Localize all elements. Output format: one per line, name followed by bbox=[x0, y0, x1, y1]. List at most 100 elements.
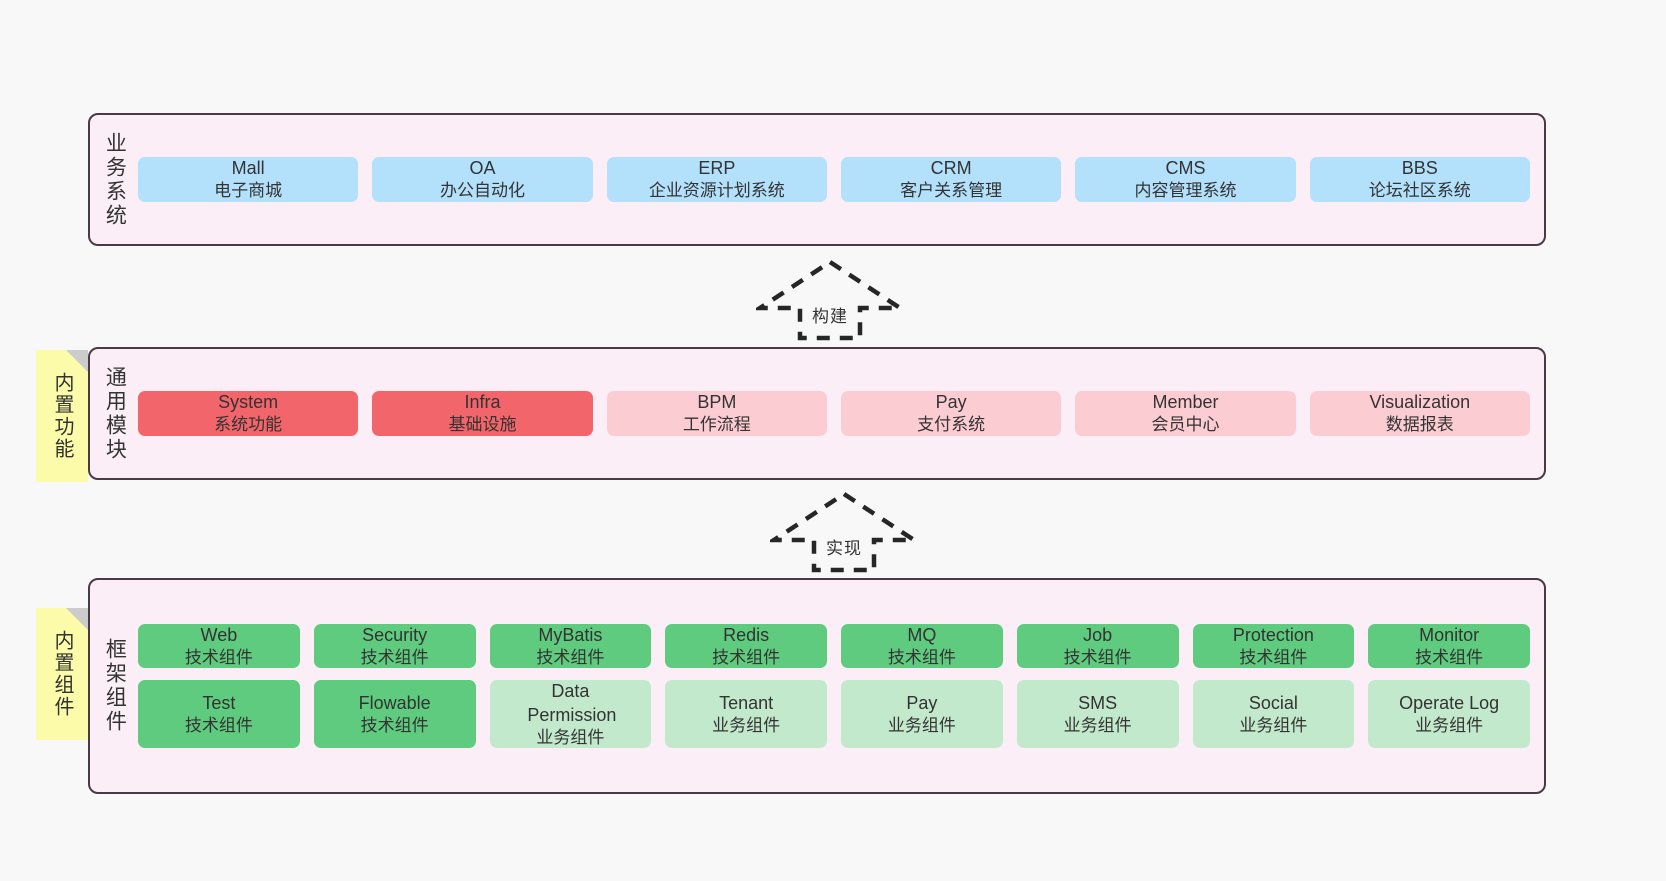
cell-title: Protection bbox=[1232, 624, 1314, 645]
layer-label-common: 通用模块 bbox=[103, 365, 127, 462]
cell-title: ERP bbox=[698, 158, 736, 179]
cell-title: Test bbox=[202, 693, 236, 713]
common-cell-bpm[interactable]: BPM 工作流程 bbox=[606, 391, 827, 436]
note-label: 内置功能 bbox=[51, 372, 73, 460]
cell-subtitle: 技术组件 bbox=[712, 647, 781, 667]
cell-subtitle: 业务组件 bbox=[887, 716, 956, 736]
cell-subtitle: 技术组件 bbox=[1063, 647, 1132, 667]
cell-title: CRM bbox=[930, 158, 972, 179]
framework-cell-redis[interactable]: Redis 技术组件 bbox=[665, 623, 827, 669]
cell-title: SMS bbox=[1078, 693, 1118, 713]
cell-subtitle: 论坛社区系统 bbox=[1368, 181, 1471, 201]
cell-subtitle: 支付系统 bbox=[917, 415, 986, 435]
cell-title: Social bbox=[1248, 693, 1298, 713]
cell-title: Data Permission bbox=[527, 681, 617, 725]
cell-title: Infra bbox=[464, 392, 501, 413]
business-cell-erp[interactable]: ERP 企业资源计划系统 bbox=[606, 157, 827, 202]
business-cell-row: Mall 电子商城 OA 办公自动化 ERP 企业资源计划系统 CRM 客户关系… bbox=[138, 157, 1530, 202]
cell-title: Tenant bbox=[719, 693, 774, 713]
cell-subtitle: 技术组件 bbox=[1415, 647, 1484, 667]
cell-subtitle: 技术组件 bbox=[360, 647, 429, 667]
layer-body-business: Mall 电子商城 OA 办公自动化 ERP 企业资源计划系统 CRM 客户关系… bbox=[138, 115, 1544, 244]
cell-title: BBS bbox=[1401, 158, 1438, 179]
framework-cell-job[interactable]: Job 技术组件 bbox=[1016, 623, 1179, 669]
note-fold-corner-icon bbox=[66, 608, 88, 630]
framework-cell-row-tech: Web 技术组件 Security 技术组件 MyBatis 技术组件 Redi… bbox=[138, 623, 1530, 669]
cell-title: Web bbox=[200, 624, 238, 645]
framework-cell-mq[interactable]: MQ 技术组件 bbox=[841, 623, 1003, 669]
cell-subtitle: 业务组件 bbox=[1415, 716, 1484, 736]
cell-subtitle: 基础设施 bbox=[448, 415, 517, 435]
common-cell-infra[interactable]: Infra 基础设施 bbox=[372, 391, 593, 436]
business-cell-crm[interactable]: CRM 客户关系管理 bbox=[840, 157, 1062, 202]
cell-subtitle: 电子商城 bbox=[214, 181, 283, 201]
common-cell-pay[interactable]: Pay 支付系统 bbox=[840, 391, 1062, 436]
cell-subtitle: 工作流程 bbox=[682, 415, 751, 435]
sticky-note-builtin-feature: 内置功能 bbox=[36, 350, 88, 482]
cell-subtitle: 技术组件 bbox=[536, 647, 605, 667]
cell-subtitle: 业务组件 bbox=[712, 716, 781, 736]
cell-subtitle: 技术组件 bbox=[360, 716, 429, 736]
cell-title: Member bbox=[1152, 392, 1219, 413]
cell-title: Redis bbox=[723, 624, 770, 645]
cell-title: Mall bbox=[231, 158, 265, 179]
framework-cell-security[interactable]: Security 技术组件 bbox=[313, 623, 476, 669]
framework-cell-mybatis[interactable]: MyBatis 技术组件 bbox=[489, 623, 652, 669]
framework-cell-monitor[interactable]: Monitor 技术组件 bbox=[1368, 623, 1530, 669]
framework-cell-test[interactable]: Test 技术组件 bbox=[138, 680, 300, 749]
framework-cell-pay[interactable]: Pay 业务组件 bbox=[841, 680, 1003, 749]
common-cell-row: System 系统功能 Infra 基础设施 BPM 工作流程 Pay 支付系统… bbox=[138, 391, 1530, 436]
cell-title: MyBatis bbox=[538, 624, 603, 645]
framework-cell-data-permission[interactable]: Data Permission 业务组件 bbox=[489, 680, 652, 749]
cell-subtitle: 办公自动化 bbox=[439, 181, 525, 201]
cell-title: BPM bbox=[697, 392, 737, 413]
cell-title: Flowable bbox=[358, 693, 431, 713]
framework-cell-sms[interactable]: SMS 业务组件 bbox=[1016, 680, 1179, 749]
cell-subtitle: 业务组件 bbox=[1063, 716, 1132, 736]
cell-title: Visualization bbox=[1369, 392, 1471, 413]
framework-cell-flowable[interactable]: Flowable 技术组件 bbox=[313, 680, 476, 749]
business-cell-oa[interactable]: OA 办公自动化 bbox=[372, 157, 593, 202]
framework-cell-operate-log[interactable]: Operate Log 业务组件 bbox=[1368, 680, 1530, 749]
cell-title: OA bbox=[469, 158, 496, 179]
cell-subtitle: 客户关系管理 bbox=[900, 181, 1003, 201]
sticky-note-builtin-component: 内置组件 bbox=[36, 608, 88, 740]
cell-title: CMS bbox=[1165, 158, 1206, 179]
note-fold-corner-icon bbox=[66, 350, 88, 372]
common-cell-member[interactable]: Member 会员中心 bbox=[1075, 391, 1296, 436]
layer-framework-component: 框架组件 Web 技术组件 Security 技术组件 MyBatis 技术组件… bbox=[88, 578, 1546, 794]
cell-title: Pay bbox=[935, 392, 967, 413]
cell-subtitle: 技术组件 bbox=[184, 647, 253, 667]
note-label: 内置组件 bbox=[51, 630, 73, 718]
common-cell-visualization[interactable]: Visualization 数据报表 bbox=[1309, 391, 1530, 436]
layer-label-business: 业务系统 bbox=[103, 131, 127, 228]
connector-build-arrow: 构建 bbox=[756, 258, 904, 342]
cell-subtitle: 企业资源计划系统 bbox=[648, 181, 785, 201]
layer-business-system: 业务系统 Mall 电子商城 OA 办公自动化 ERP 企业资源计划系统 CRM… bbox=[88, 113, 1546, 246]
cell-title: Security bbox=[362, 624, 428, 645]
cell-title: Monitor bbox=[1419, 624, 1480, 645]
common-cell-system[interactable]: System 系统功能 bbox=[138, 391, 359, 436]
framework-cell-tenant[interactable]: Tenant 业务组件 bbox=[665, 680, 827, 749]
cell-subtitle: 会员中心 bbox=[1151, 415, 1220, 435]
cell-subtitle: 技术组件 bbox=[887, 647, 956, 667]
framework-cell-protection[interactable]: Protection 技术组件 bbox=[1192, 623, 1355, 669]
cell-title: Operate Log bbox=[1399, 693, 1500, 713]
layer-label-framework: 框架组件 bbox=[103, 638, 127, 734]
cell-subtitle: 业务组件 bbox=[536, 727, 605, 747]
layer-body-framework: Web 技术组件 Security 技术组件 MyBatis 技术组件 Redi… bbox=[138, 580, 1544, 792]
cell-subtitle: 数据报表 bbox=[1385, 415, 1454, 435]
cell-subtitle: 技术组件 bbox=[184, 716, 253, 736]
cell-subtitle: 技术组件 bbox=[1239, 647, 1308, 667]
framework-cell-social[interactable]: Social 业务组件 bbox=[1192, 680, 1355, 749]
cell-title: Pay bbox=[906, 693, 938, 713]
cell-title: Job bbox=[1083, 624, 1113, 645]
cell-title: System bbox=[218, 392, 279, 413]
business-cell-cms[interactable]: CMS 内容管理系统 bbox=[1075, 157, 1296, 202]
framework-cell-web[interactable]: Web 技术组件 bbox=[138, 623, 300, 669]
business-cell-mall[interactable]: Mall 电子商城 bbox=[138, 157, 359, 202]
layer-common-module: 通用模块 System 系统功能 Infra 基础设施 BPM 工作流程 Pay… bbox=[88, 347, 1546, 480]
framework-cell-row-business: Test 技术组件 Flowable 技术组件 Data Permission … bbox=[138, 680, 1530, 749]
business-cell-bbs[interactable]: BBS 论坛社区系统 bbox=[1309, 157, 1530, 202]
